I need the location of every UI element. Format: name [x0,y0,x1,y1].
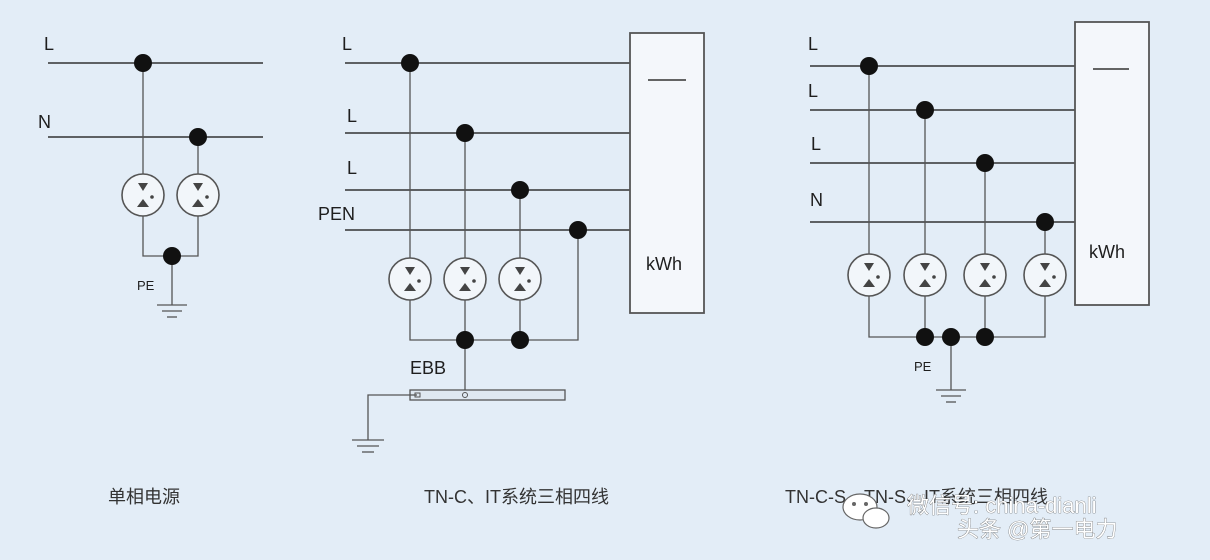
junction-node [942,328,960,346]
tns-l1-label: L [808,34,818,54]
junction-node [456,331,474,349]
junction-node [511,181,529,199]
single-caption: 单相电源 [108,487,180,507]
watermark-toutiao: 头条 @第一电力 [957,517,1117,542]
socket-icon [903,253,947,297]
tnc-l3-label: L [347,158,357,178]
tnc-caption: TN-C、IT系统三相四线 [424,487,609,507]
ground-icon [352,439,384,453]
junction-node [189,128,207,146]
tnc-bus-label: EBB [410,358,446,378]
junction-node [916,328,934,346]
watermark-wechat: 微信号: china-dianli [907,493,1097,518]
single-phase-diagram: L N PE 单相电源 [38,34,263,507]
socket-icon [963,253,1007,297]
tnc-pen-label: PEN [318,204,355,224]
tns-n-label: N [810,190,823,210]
tns-l3-label: L [811,134,821,154]
tns-l2-label: L [808,81,818,101]
tnc-l2-label: L [347,106,357,126]
socket-icon [1023,253,1067,297]
junction-node [401,54,419,72]
tns-meter-label: kWh [1089,242,1125,262]
single-l-label: L [44,34,54,54]
junction-node [163,247,181,265]
wechat-icon [842,493,890,529]
ground-icon [936,389,966,403]
watermark: 微信号: china-dianli 头条 @第一电力 [842,493,1118,542]
single-n-label: N [38,112,51,132]
socket-icon [847,253,891,297]
socket-icon [121,173,165,217]
ground-icon [157,304,187,318]
junction-node [134,54,152,72]
equipotential-bonding-bar [409,389,566,401]
socket-icon [443,257,487,301]
socket-icon [498,257,542,301]
junction-node [456,124,474,142]
junction-node [976,154,994,172]
tns-diagram: L L L N kWh PE [785,21,1150,507]
junction-node [1036,213,1054,231]
tns-pe-label: PE [914,359,932,374]
junction-node [860,57,878,75]
junction-node [511,331,529,349]
tnc-diagram: L L L PEN kWh [318,32,705,507]
socket-icon [176,173,220,217]
junction-node [976,328,994,346]
single-pe-label: PE [137,278,155,293]
junction-node [916,101,934,119]
kwh-meter [1074,21,1150,306]
socket-icon [388,257,432,301]
tnc-l1-label: L [342,34,352,54]
junction-node [569,221,587,239]
tnc-meter-label: kWh [646,254,682,274]
